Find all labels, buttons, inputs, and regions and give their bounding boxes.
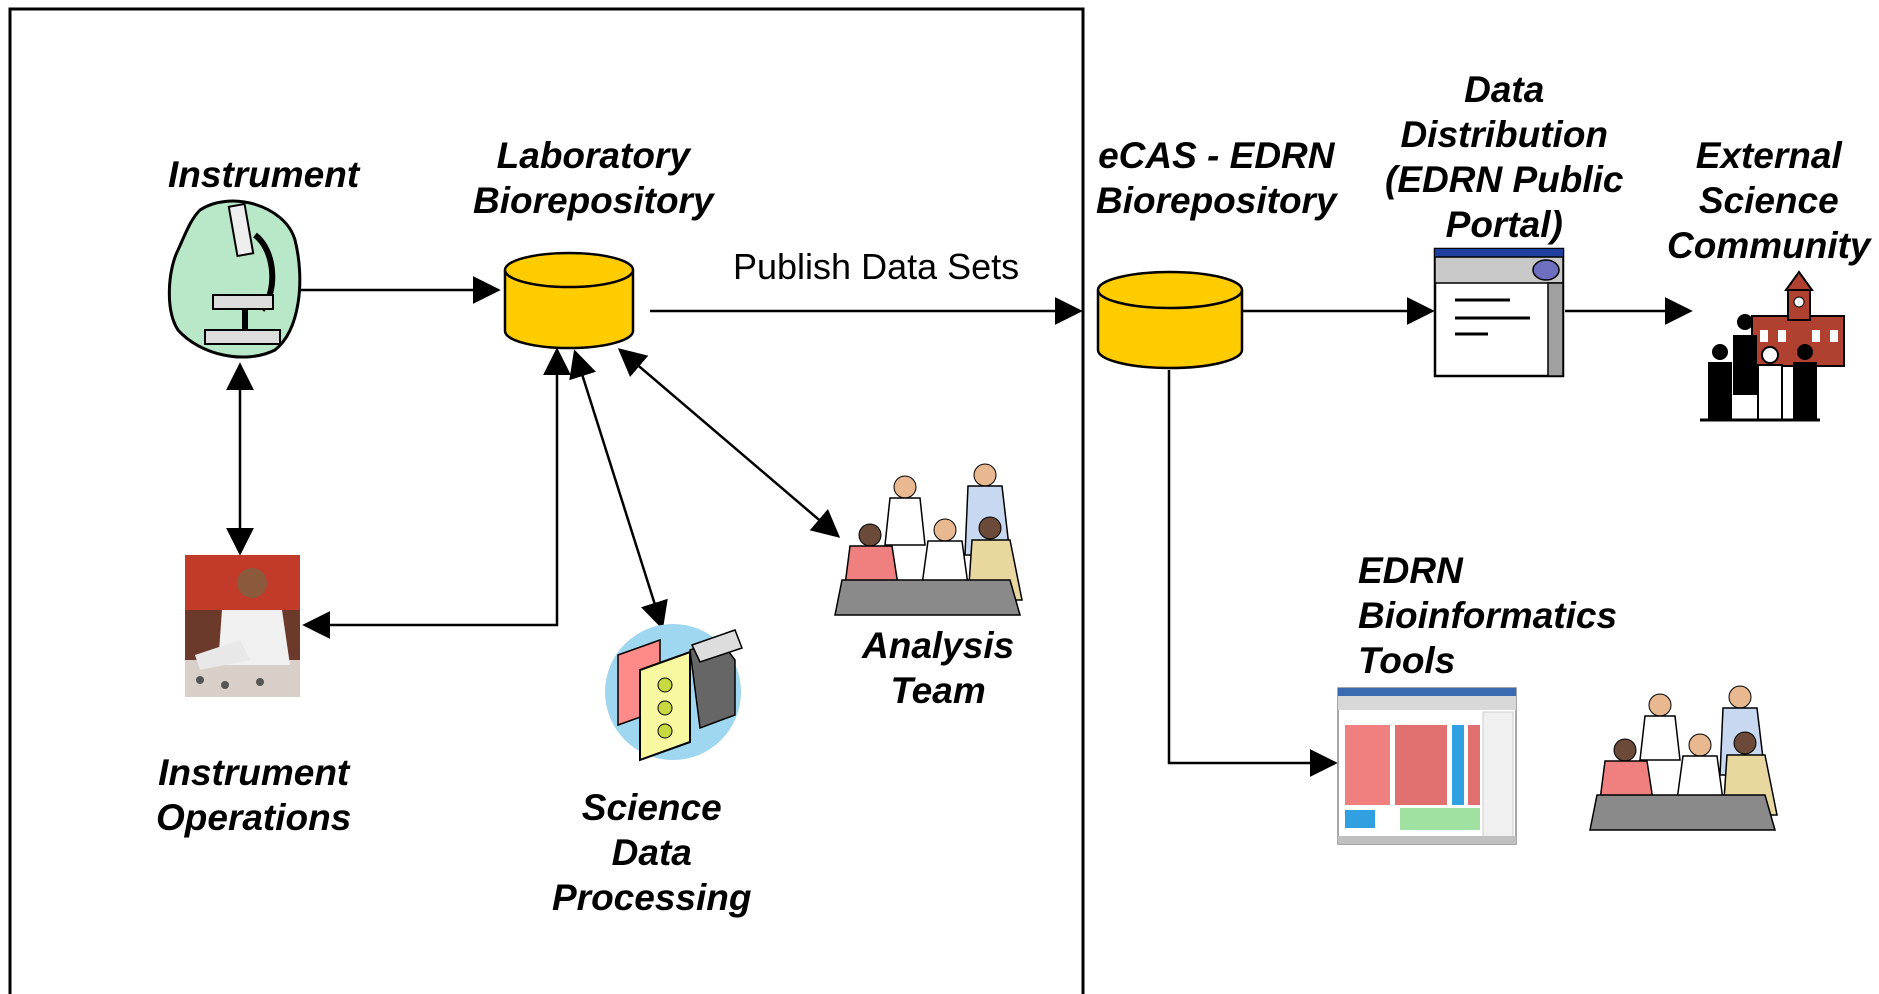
team-meeting-icon (1589, 685, 1778, 831)
lab-biorepository-label: Laboratory Biorepository (473, 135, 714, 221)
instrument-label: Instrument (168, 154, 360, 195)
arrow-lab-to-processing (569, 349, 668, 630)
bioinformatics-tools-label: EDRN Bioinformatics Tools (1358, 550, 1618, 681)
science-data-processing-label: Science Data Processing (552, 787, 752, 918)
lab-technician-icon (185, 555, 300, 697)
analysis-team-label: Analysis Team (862, 625, 1015, 711)
ecas-biorepository-label: eCAS - EDRN Biorepository (1096, 135, 1337, 221)
spreadsheet-screenshot-icon (1337, 687, 1517, 845)
publish-data-sets-label: Publish Data Sets (733, 246, 1020, 287)
team-meeting-icon (834, 463, 1023, 616)
data-processing-icon (605, 624, 743, 762)
microscope-icon (167, 199, 302, 359)
external-science-community-label: External Science Community (1667, 135, 1871, 266)
browser-window-icon (1433, 247, 1565, 378)
ecas-database-icon (1096, 270, 1244, 370)
data-distribution-label: Data Distribution (EDRN Public Portal) (1385, 69, 1624, 245)
arrow-ecas-to-tools (1167, 370, 1338, 777)
arrow-lab-to-analysis (617, 348, 841, 538)
meeting-hall-icon (1700, 270, 1845, 422)
arrow-lab-to-operator (302, 347, 571, 639)
instrument-operations-label: Instrument Operations (156, 752, 352, 838)
lab-database-icon (503, 251, 635, 350)
laboratory-boundary (8, 7, 1085, 994)
